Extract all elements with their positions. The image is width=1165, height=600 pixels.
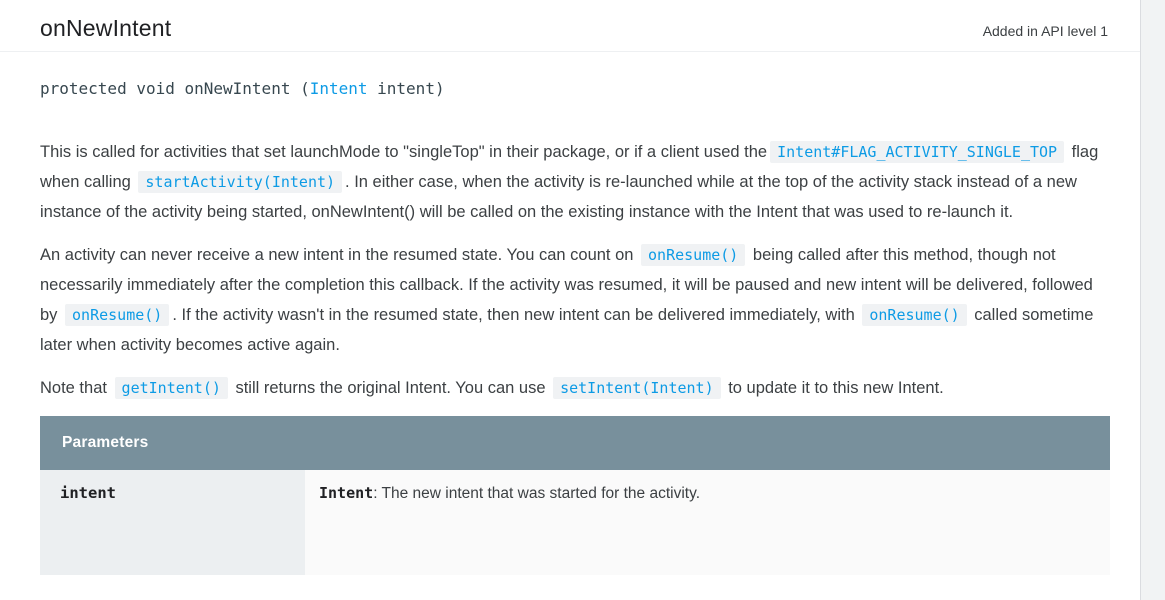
method-signature: protected void onNewIntent (Intent inten… [40, 79, 1100, 98]
api-level-badge: Added in API level 1 [982, 23, 1108, 39]
code-link[interactable]: onResume() [862, 304, 967, 326]
code-link[interactable]: onResume() [641, 244, 746, 266]
page-gutter [1140, 0, 1165, 600]
table-row: intent Intent: The new intent that was s… [40, 470, 1110, 575]
code-link[interactable]: startActivity(Intent) [138, 171, 343, 193]
method-header: onNewIntent Added in API level 1 [0, 0, 1140, 51]
param-type-link[interactable]: Intent [319, 484, 374, 502]
param-desc-cell: Intent: The new intent that was started … [305, 470, 1110, 575]
intent-type-link[interactable]: Intent [309, 79, 368, 98]
signature-pre: protected void onNewIntent ( [40, 79, 310, 98]
paragraph: An activity can never receive a new inte… [40, 244, 1094, 354]
paragraph: Note that getIntent() still returns the … [40, 377, 944, 399]
method-description: This is called for activities that set l… [40, 137, 1110, 403]
signature-post: intent) [367, 79, 445, 98]
code-link[interactable]: setIntent(Intent) [553, 377, 721, 399]
code-link[interactable]: onResume() [65, 304, 170, 326]
param-name-cell: intent [40, 470, 305, 575]
code-link[interactable]: getIntent() [114, 377, 228, 399]
header-divider [0, 51, 1140, 52]
doc-content: onNewIntent Added in API level 1 protect… [0, 0, 1140, 575]
page-title: onNewIntent [40, 15, 172, 41]
param-desc-text: : The new intent that was started for th… [373, 485, 700, 502]
paragraph: This is called for activities that set l… [40, 141, 1099, 221]
parameters-table-header-row: Parameters [40, 416, 1110, 470]
code-link[interactable]: Intent#FLAG_ACTIVITY_SINGLE_TOP [770, 141, 1065, 163]
parameters-table-title: Parameters [40, 416, 1110, 470]
parameters-table: Parameters intent Intent: The new intent… [40, 416, 1110, 575]
